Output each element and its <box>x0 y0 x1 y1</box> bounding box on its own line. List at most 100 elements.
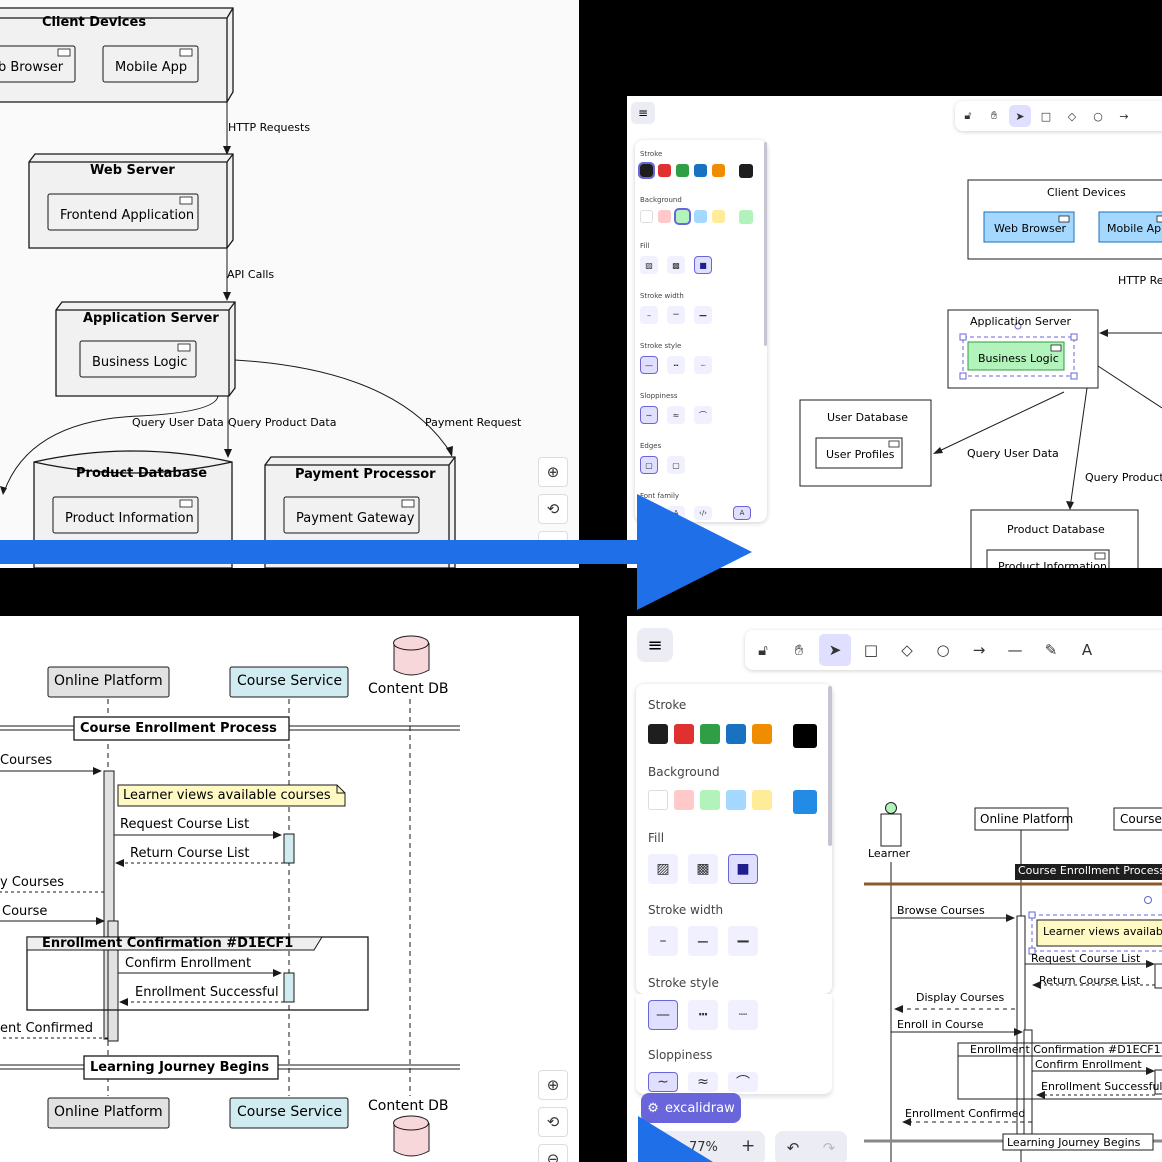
return-course-list-message: Return Course List <box>1039 974 1141 987</box>
sloppiness-architect-button[interactable]: ∼ <box>640 406 658 424</box>
stroke-dashed-button[interactable]: ┅ <box>688 1000 718 1030</box>
background-color-swatch[interactable] <box>726 790 746 810</box>
reset-zoom-button[interactable]: ⟲ <box>538 494 568 524</box>
background-color-swatch[interactable] <box>752 790 772 810</box>
selection-tool[interactable]: ➤ <box>819 634 851 666</box>
sloppiness-cartoonist-button[interactable]: ⌒ <box>728 1072 758 1092</box>
background-color-swatch[interactable] <box>700 790 720 810</box>
query-product-data-label: Query Product Data <box>228 416 337 429</box>
stroke-color-swatch[interactable] <box>658 164 671 177</box>
font-code-button[interactable]: ‹/› <box>694 506 712 520</box>
edges-sharp-button[interactable]: ▢ <box>640 456 658 474</box>
edges-round-button[interactable]: ▢ <box>667 456 685 474</box>
stroke-solid-button[interactable]: — <box>640 356 658 374</box>
background-color-swatch[interactable] <box>648 790 668 810</box>
artist-icon: ≈ <box>697 1074 709 1090</box>
stroke-color-swatch[interactable] <box>638 162 655 179</box>
zoom-in-button[interactable]: ⊕ <box>538 1070 568 1100</box>
learning-journey-divider: Learning Journey Begins <box>1007 1136 1141 1149</box>
zoom-level[interactable]: 77% <box>689 1140 718 1155</box>
dashed-line-icon: ┅ <box>698 1007 708 1023</box>
sloppiness-cartoonist-button[interactable]: ⌒ <box>694 406 712 424</box>
fill-crosshatch-button[interactable]: ▩ <box>688 854 718 884</box>
enrollment-confirmed-message: ent Confirmed <box>0 1021 93 1036</box>
background-current-color[interactable] <box>739 210 753 224</box>
stroke-color-swatch[interactable] <box>648 724 668 744</box>
stroke-color-swatch[interactable] <box>752 724 772 744</box>
background-color-swatch[interactable] <box>658 210 671 223</box>
lock-tool[interactable]: 🔓︎ <box>957 105 979 127</box>
menu-button[interactable]: ≡ <box>631 102 655 124</box>
stroke-color-swatch[interactable] <box>712 164 725 177</box>
fill-solid-button[interactable]: ■ <box>728 854 758 884</box>
sloppiness-artist-button[interactable]: ≈ <box>688 1072 718 1092</box>
fill-solid-button[interactable]: ■ <box>694 256 712 274</box>
panel-scrollbar[interactable] <box>828 686 832 846</box>
tool-toolbar: 🔓︎ ✋︎ ➤ □ ◇ ○ → — ✎ A <box>745 630 1162 670</box>
stroke-color-swatch[interactable] <box>726 724 746 744</box>
web-browser-label: b Browser <box>0 60 64 75</box>
stroke-color-swatch[interactable] <box>676 164 689 177</box>
stroke-solid-button[interactable]: — <box>648 1000 678 1030</box>
background-color-swatch[interactable] <box>674 208 691 225</box>
browse-courses-message: Browse Courses <box>897 904 985 917</box>
stroke-thin-button[interactable]: – <box>640 306 658 324</box>
fill-hachure-button[interactable]: ▨ <box>640 256 658 274</box>
sloppiness-artist-button[interactable]: ≈ <box>667 406 685 424</box>
stroke-dotted-button[interactable]: ┈ <box>728 1000 758 1030</box>
diamond-tool[interactable]: ◇ <box>891 634 923 666</box>
redo-icon[interactable]: ↷ <box>822 1139 836 1157</box>
stroke-current-color[interactable] <box>739 164 753 178</box>
stroke-bold-button[interactable]: − <box>688 926 718 956</box>
stroke-bold-button[interactable]: − <box>667 306 685 324</box>
text-tool[interactable]: A <box>1071 634 1103 666</box>
background-color-swatch[interactable] <box>674 790 694 810</box>
background-current-color[interactable] <box>793 790 817 814</box>
stroke-extra-bold-button[interactable]: − <box>694 306 712 324</box>
rectangle-tool[interactable]: □ <box>855 634 887 666</box>
architect-icon: ∼ <box>645 410 653 420</box>
zoom-in-button[interactable]: ⊕ <box>538 457 568 487</box>
zoom-in-icon: ⊕ <box>546 1076 560 1094</box>
background-color-swatch[interactable] <box>694 210 707 223</box>
stroke-dotted-button[interactable]: ┈ <box>694 356 712 374</box>
zoom-in-button[interactable]: + <box>741 1136 756 1156</box>
selection-tool[interactable]: ➤ <box>1009 105 1031 127</box>
fill-crosshatch-button[interactable]: ▩ <box>667 256 685 274</box>
stroke-color-swatch[interactable] <box>694 164 707 177</box>
background-color-swatch[interactable] <box>640 210 653 223</box>
stroke-thin-button[interactable]: – <box>648 926 678 956</box>
arrow-tool[interactable]: → <box>1113 105 1135 127</box>
stroke-current-color[interactable] <box>793 724 817 748</box>
excalidraw-brand-button[interactable]: ⚙excalidraw <box>641 1093 741 1123</box>
arrow-tool[interactable]: → <box>963 634 995 666</box>
font-family-more-button[interactable]: A <box>733 506 751 520</box>
stroke-dashed-button[interactable]: ┅ <box>667 356 685 374</box>
stroke-color-swatch[interactable] <box>700 724 720 744</box>
rectangle-icon: □ <box>863 641 879 659</box>
hand-tool[interactable]: ✋︎ <box>783 634 815 666</box>
pencil-tool[interactable]: ✎ <box>1035 634 1067 666</box>
line-tool[interactable]: — <box>999 634 1031 666</box>
reset-zoom-button[interactable]: ⟲ <box>538 1107 568 1137</box>
lock-tool[interactable]: 🔓︎ <box>747 634 779 666</box>
stroke-color-swatch[interactable] <box>674 724 694 744</box>
panel-scrollbar[interactable] <box>764 142 767 346</box>
rectangle-tool[interactable]: □ <box>1035 105 1057 127</box>
sloppiness-architect-button[interactable]: ∼ <box>648 1072 678 1092</box>
zoom-out-button[interactable]: ⊖ <box>538 1144 568 1162</box>
stroke-extra-bold-button[interactable]: − <box>728 926 758 956</box>
background-color-swatch[interactable] <box>712 210 725 223</box>
hand-tool[interactable]: ✋︎ <box>983 105 1005 127</box>
font-a-icon: A <box>673 509 679 517</box>
fill-hachure-button[interactable]: ▨ <box>648 854 678 884</box>
user-database-label: User Database <box>827 411 909 424</box>
fill-label: Fill <box>640 242 650 250</box>
menu-button[interactable]: ≡ <box>637 628 673 662</box>
diamond-tool[interactable]: ◇ <box>1061 105 1083 127</box>
mobile-app-label: Mobile App <box>115 60 188 75</box>
extra-bold-line-icon: − <box>735 930 751 952</box>
undo-icon[interactable]: ↶ <box>786 1139 800 1157</box>
ellipse-tool[interactable]: ○ <box>1087 105 1109 127</box>
ellipse-tool[interactable]: ○ <box>927 634 959 666</box>
